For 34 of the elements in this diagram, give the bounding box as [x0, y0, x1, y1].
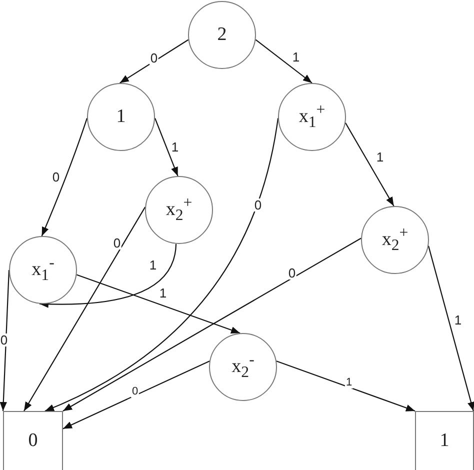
arrow [76, 274, 240, 334]
edge-label: 0 [51, 170, 61, 184]
edge-label: 0 [112, 236, 122, 250]
edge-label: 0 [287, 266, 297, 280]
terminal-box [3, 411, 63, 470]
edge-label: 1 [291, 50, 301, 64]
edge-label: 1 [148, 258, 158, 272]
arrow [120, 39, 189, 84]
arrow [428, 246, 474, 412]
node-label: 0 [28, 430, 38, 452]
arrow [41, 118, 88, 236]
edge-label: 0 [130, 386, 140, 398]
edge-label: 1 [344, 378, 354, 388]
arrow [276, 360, 416, 412]
node-label: 1 [116, 106, 126, 128]
edge-label: 1 [158, 286, 168, 300]
edge-label: 0 [149, 52, 159, 64]
edge-label: 0 [253, 198, 263, 212]
arrow [62, 360, 210, 430]
arrow [24, 206, 146, 412]
edge-label: 1 [453, 314, 463, 326]
edge-label: 1 [170, 140, 180, 154]
arrow [0, 270, 10, 412]
arrow [345, 122, 394, 206]
node-label: 2 [217, 24, 227, 46]
arrow [39, 244, 177, 308]
terminal-box [415, 411, 474, 470]
arrow [44, 118, 279, 412]
edge-label: 0 [0, 334, 9, 346]
node-label: 1 [440, 430, 450, 452]
arrow [255, 39, 312, 84]
arrow [154, 118, 178, 176]
edge-label: 1 [375, 150, 385, 164]
arrow [62, 238, 362, 412]
